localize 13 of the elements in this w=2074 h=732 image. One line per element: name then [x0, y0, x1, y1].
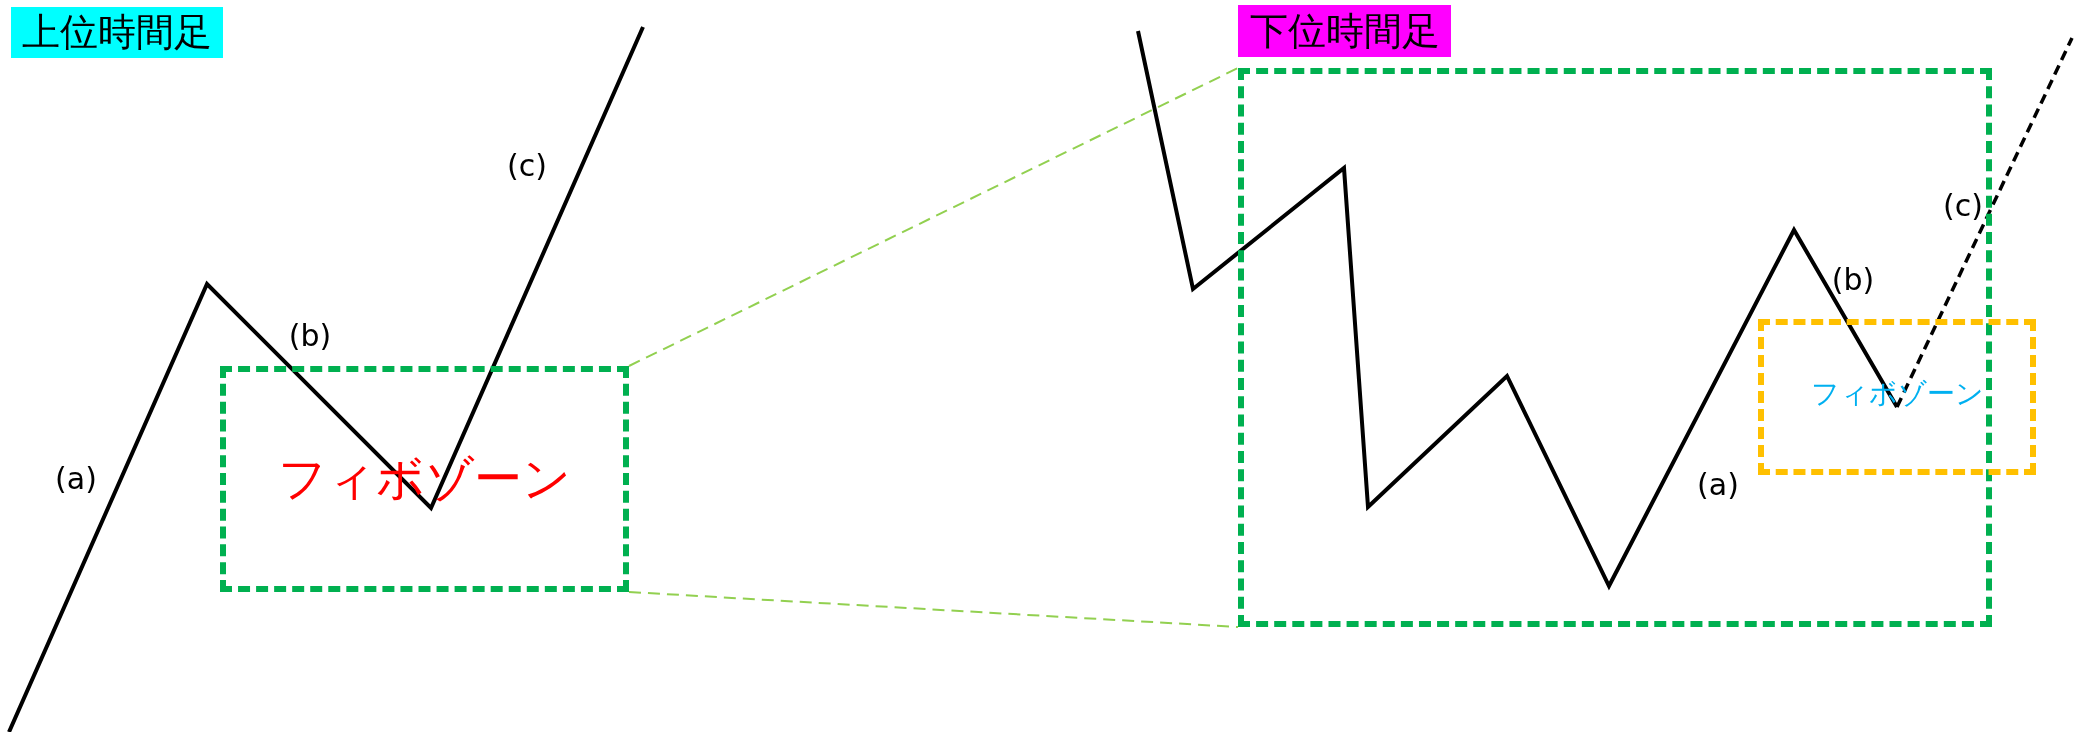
connector-line	[628, 591, 1239, 628]
wave-label: (c)	[507, 147, 547, 183]
title-label: 上位時間足	[22, 9, 212, 56]
zone-box	[220, 366, 629, 592]
zoom-box	[1238, 68, 1992, 627]
wave-label: (b)	[1831, 261, 1875, 297]
wave-label: (a)	[55, 460, 97, 496]
zone-box	[1758, 319, 2036, 475]
connector-line	[628, 67, 1239, 367]
wave-label: (a)	[1697, 466, 1739, 502]
title-label: 下位時間足	[1249, 7, 1440, 55]
wave-label: (c)	[1943, 187, 1983, 223]
wave-label: (b)	[288, 317, 332, 353]
